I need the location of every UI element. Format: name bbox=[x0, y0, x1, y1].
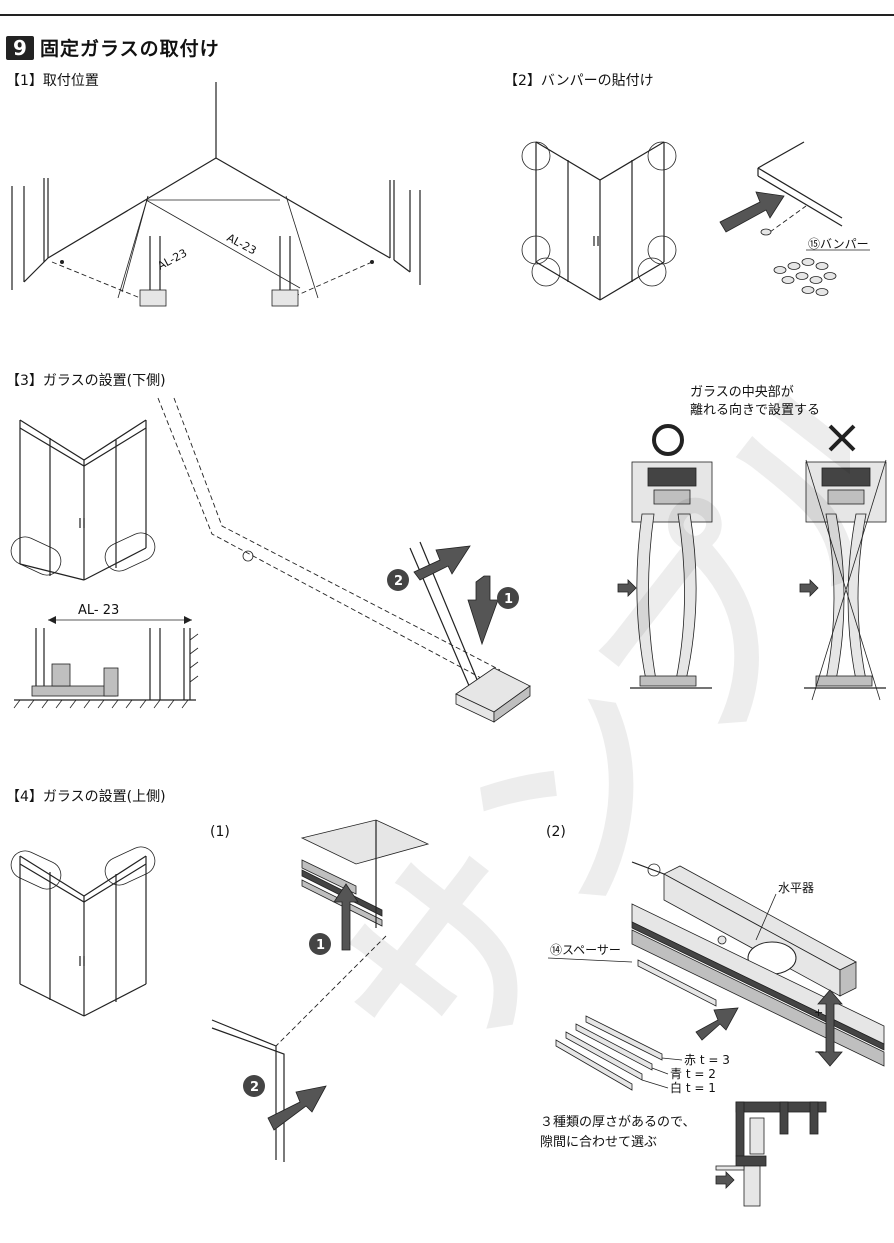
fig4-sub1-label: (1) bbox=[210, 824, 230, 840]
fig3-dim: AL- 23 bbox=[78, 603, 119, 618]
fig2-bumper-pieces bbox=[773, 258, 837, 296]
fig4-note-line1: ３種類の厚さがあるので、 bbox=[540, 1114, 695, 1130]
fig3-badge-2: 2 bbox=[394, 574, 403, 589]
fig3-badge-1: 1 bbox=[504, 592, 513, 607]
step-3-heading: 【3】ガラスの設置(下側) bbox=[6, 373, 166, 389]
fig4-minus: − bbox=[814, 1045, 825, 1060]
fig4-sub2-label: (2) bbox=[546, 824, 566, 840]
fig4-badge-2: 2 bbox=[250, 1080, 259, 1095]
section-number-badge: 9 bbox=[6, 35, 34, 60]
fig4-top-install-1: 1 2 bbox=[10, 819, 430, 1162]
fig1-dim-right: AL-23 bbox=[225, 231, 259, 257]
fig4-level-spacers: 水平器 + − ⑭スペーサー 赤 t = 3 青 t = 2 白 t = 1 ３… bbox=[540, 861, 885, 1207]
fig2-bumper: ⑮バンパー bbox=[521, 141, 870, 301]
fig4-badge-1: 1 bbox=[316, 938, 325, 953]
top-rule bbox=[0, 14, 894, 16]
fig4-spacer-label: ⑭スペーサー bbox=[550, 943, 621, 957]
section-title: 固定ガラスの取付け bbox=[40, 38, 220, 60]
step-2-heading: 【2】バンパーの貼付け bbox=[504, 73, 654, 89]
fig3-bottom-install: AL- 23 2 bbox=[10, 385, 887, 723]
fig1-corner-layout: AL-23 AL-23 bbox=[11, 82, 421, 307]
fig2-bumper-label: ⑮バンパー bbox=[808, 237, 869, 251]
fig4-blue-spacer: 青 t = 2 bbox=[670, 1067, 716, 1081]
fig4-level-label: 水平器 bbox=[778, 881, 814, 895]
fig3-note-line2: 離れる向きで設置する bbox=[690, 402, 820, 418]
fig4-note-line2: 隙間に合わせて選ぶ bbox=[540, 1135, 657, 1150]
section-heading: 9 固定ガラスの取付け bbox=[6, 34, 220, 61]
fig4-white-spacer: 白 t = 1 bbox=[670, 1080, 716, 1095]
step-4-heading: 【4】ガラスの設置(上側) bbox=[6, 789, 166, 805]
fig4-red-spacer: 赤 t = 3 bbox=[684, 1053, 730, 1067]
fig4-plus: + bbox=[814, 1006, 823, 1019]
step-1-heading: 【1】取付位置 bbox=[6, 73, 99, 89]
fig3-note-line1: ガラスの中央部が bbox=[690, 385, 794, 400]
